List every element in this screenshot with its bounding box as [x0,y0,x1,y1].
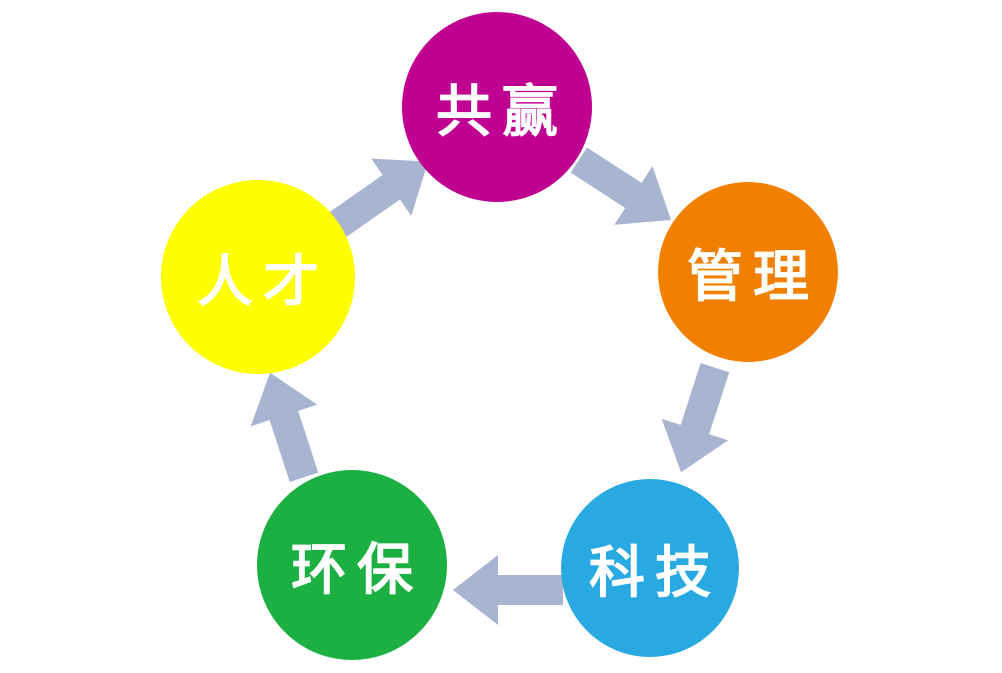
arrow-technology-to-environment [453,555,563,625]
arrow-talent-to-winwin [329,158,429,237]
arrow-shape [570,147,672,225]
node-environment: 环保 [257,470,447,660]
node-technology: 科技 [561,479,739,657]
arrow-shape [453,555,563,625]
arrow-winwin-to-management [570,147,672,225]
arrow-management-to-technology [661,363,730,473]
node-winwin-label: 共赢 [435,78,569,145]
arrow-shape [329,158,429,237]
arrow-environment-to-talent [250,372,319,482]
node-talent: 人才 [161,180,355,374]
node-talent-label: 人才 [196,248,330,315]
node-environment-label: 环保 [290,536,424,603]
node-management: 管理 [658,182,838,362]
node-management-label: 管理 [686,243,820,310]
arrow-shape [661,363,730,473]
arrow-shape [250,372,319,482]
node-winwin: 共赢 [402,12,592,202]
node-technology-label: 科技 [588,539,722,606]
